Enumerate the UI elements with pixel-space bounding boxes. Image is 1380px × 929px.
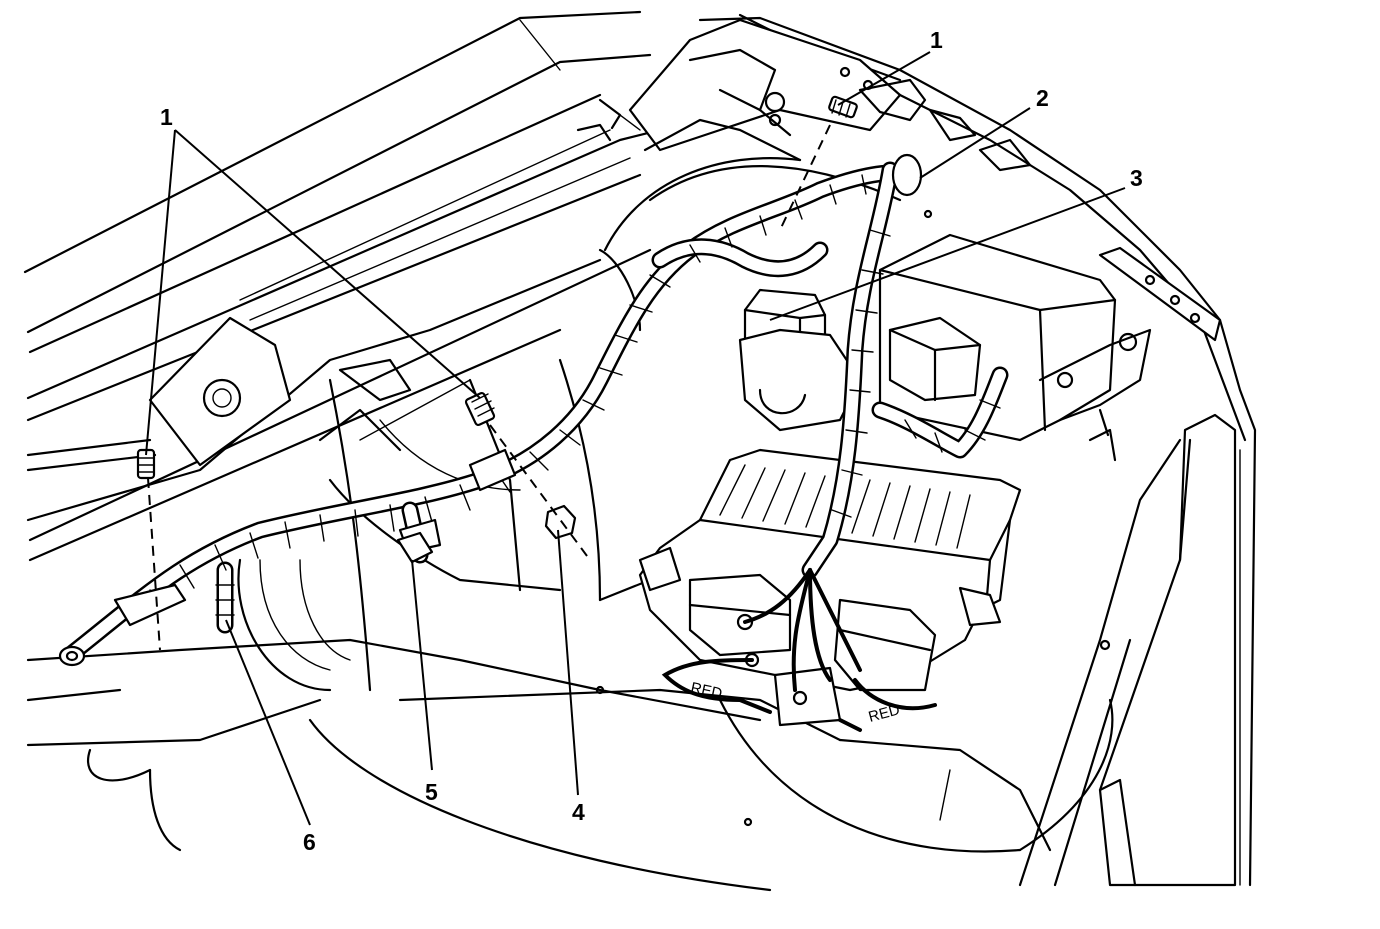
callout-1-top: 1 xyxy=(930,27,943,53)
callout-6: 6 xyxy=(303,829,316,855)
callout-1-left: 1 xyxy=(160,104,173,130)
wire-tag-red-left: RED xyxy=(689,679,724,702)
pcm-ribs xyxy=(719,464,971,549)
hinge-plate xyxy=(628,18,1032,172)
callout-5: 5 xyxy=(425,779,438,805)
left-bracket xyxy=(26,316,292,472)
callout-3: 3 xyxy=(1130,165,1143,191)
fasteners xyxy=(136,95,858,564)
leader-lines xyxy=(145,51,1126,826)
callout-labels: 1 1 2 3 4 5 6 xyxy=(160,27,1143,855)
pcm-wires xyxy=(661,568,937,732)
relay-block xyxy=(738,288,862,432)
callout-4: 4 xyxy=(572,799,585,825)
callout-2: 2 xyxy=(1036,85,1049,111)
wiring-harness xyxy=(58,153,1009,667)
right-fender xyxy=(698,13,1257,887)
wheel-well-dome xyxy=(595,157,1114,853)
upper-cowl-structure xyxy=(23,10,702,562)
wire-tag-red-right: RED xyxy=(867,701,902,726)
fastener-axes xyxy=(147,124,831,651)
pcm-module xyxy=(638,448,1022,727)
electrical-center-box xyxy=(878,233,1152,442)
